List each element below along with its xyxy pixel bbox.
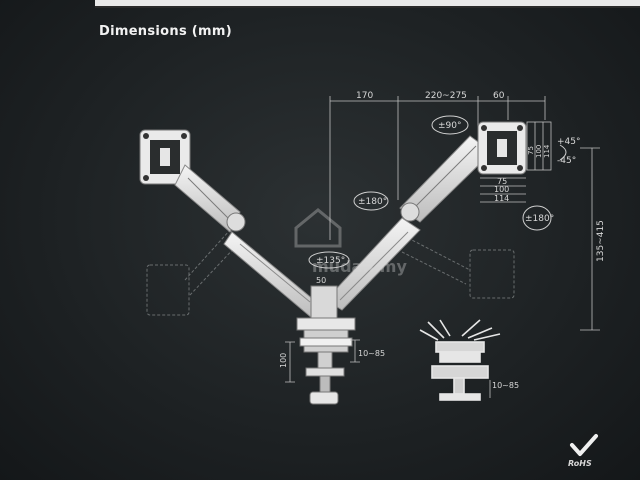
- top-dimension-lines: [329, 96, 600, 331]
- dim-base-swivel: ±135°: [316, 256, 345, 266]
- dim-rotate-arm: ±180°: [358, 197, 387, 207]
- left-arm: [174, 164, 321, 319]
- dim-vesa-v2: 100: [535, 145, 543, 158]
- dim-clamp-height: 100: [279, 353, 288, 368]
- small-arm-sketch: [419, 319, 501, 401]
- dim-vesa-h2: 100: [494, 185, 509, 194]
- dim-vesa-v1: 75: [527, 146, 535, 155]
- pole-and-clamp: [285, 285, 360, 405]
- right-arm: [325, 135, 493, 311]
- vesa-dimension-box: [480, 121, 552, 203]
- top-edge-band: [95, 0, 640, 8]
- dim-top-right: 60: [493, 91, 505, 101]
- left-vesa-plate: [139, 129, 191, 185]
- rotation-arrows: [308, 115, 567, 269]
- rohs-badge: RoHS: [568, 434, 598, 468]
- dim-pole-width: 50: [316, 276, 326, 285]
- dim-vesa-h1: 75: [497, 177, 507, 186]
- dim-vesa-v3: 114: [543, 144, 551, 158]
- dim-tilt: ±90°: [438, 121, 462, 131]
- dim-height-range: 135~415: [596, 220, 606, 262]
- dim-top-mid: 220~275: [425, 91, 467, 101]
- watermark-text: mudah.my: [312, 257, 407, 276]
- ghost-right-arm: [401, 237, 515, 299]
- dim-vesa-h3: 114: [494, 194, 509, 203]
- dim-top-left: 170: [356, 91, 373, 101]
- dimension-labels: 170 220~275 60 ±90° ±180° ±180° +45° -45…: [279, 91, 606, 390]
- dim-rotate-plate: ±180°: [525, 214, 554, 224]
- diagram-title: Dimensions (mm): [99, 24, 232, 39]
- dim-clamp-range-2: 10~85: [492, 381, 519, 390]
- dim-tilt-down: -45°: [557, 156, 576, 166]
- dim-tilt-up: +45°: [557, 137, 581, 147]
- dim-clamp-range: 10~85: [358, 349, 385, 358]
- watermark: mudah.my: [294, 208, 407, 276]
- rohs-text: RoHS: [568, 459, 592, 468]
- right-vesa-plate: [477, 121, 527, 175]
